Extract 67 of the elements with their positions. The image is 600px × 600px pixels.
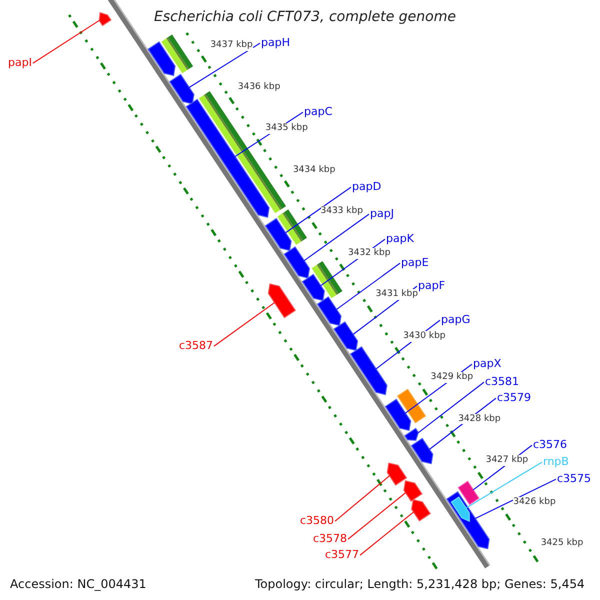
scale-label: 3428 kbp xyxy=(458,414,501,424)
gene-label: c3587 xyxy=(179,339,214,352)
scale-label: 3434 kbp xyxy=(292,164,336,176)
gene-block xyxy=(169,74,194,105)
leader-line xyxy=(360,512,414,556)
gene-block xyxy=(333,321,358,352)
scale-label: 3430 kbp xyxy=(403,330,446,342)
leader-line xyxy=(188,42,260,88)
leader-line xyxy=(348,492,406,540)
gene-label: papJ xyxy=(370,207,394,220)
leader-line xyxy=(214,302,275,347)
genome-info-text: Topology: circular; Length: 5,231,428 bp; Genes: 5,454 xyxy=(254,577,586,592)
scale-label: 3436 kbp xyxy=(238,82,280,93)
gene-block xyxy=(148,41,176,76)
gene-block xyxy=(410,438,434,464)
feature-block xyxy=(397,388,426,424)
gene-label: c3580 xyxy=(300,514,334,528)
leader-line xyxy=(418,382,484,434)
gene-label: c3575 xyxy=(557,472,592,486)
gene-label: papI xyxy=(8,56,32,70)
gene-block xyxy=(411,499,431,522)
scale-label: 3426 kbp xyxy=(513,496,556,508)
leader-line xyxy=(474,478,556,519)
gene-block xyxy=(386,462,408,486)
gene-block xyxy=(98,12,112,26)
gene-block xyxy=(450,496,470,522)
gene-block xyxy=(404,428,419,441)
leader-line xyxy=(304,214,370,262)
leader-line xyxy=(466,462,542,508)
gene-label: rnpB xyxy=(543,455,569,468)
gene-label: c3577 xyxy=(325,548,360,562)
scale-label: 3435 kbp xyxy=(265,123,308,134)
scale-label: 3425 kbp xyxy=(540,538,584,549)
gene-label: papH xyxy=(261,36,290,50)
gene-label: c3576 xyxy=(533,438,568,452)
gene-block xyxy=(350,346,388,396)
feature-block xyxy=(458,480,480,505)
gene-label: papD xyxy=(352,180,382,194)
scale-label: 3433 kbp xyxy=(320,206,363,218)
gene-block xyxy=(264,218,292,252)
gene-block xyxy=(284,246,310,279)
scale-label: 3437 kbp xyxy=(210,40,253,52)
scale-label: 3432 kbp xyxy=(348,248,390,259)
gene-block xyxy=(446,491,490,550)
gene-block xyxy=(403,480,423,502)
gene-block xyxy=(384,398,412,431)
gene-label: c3579 xyxy=(497,391,532,404)
scale-label: 3427 kbp xyxy=(486,455,528,466)
leader-line xyxy=(336,262,400,310)
leader-line xyxy=(32,20,100,64)
gene-block xyxy=(316,296,342,326)
scale-label: 3429 kbp xyxy=(430,372,474,383)
gene-label: c3578 xyxy=(313,532,348,546)
leader-line xyxy=(285,186,352,234)
accession-text: Accession: NC_004431 xyxy=(9,577,148,592)
gene-label: papE xyxy=(401,256,429,270)
gene-label: papC xyxy=(304,105,332,118)
gene-block xyxy=(302,274,325,302)
gene-label: papG xyxy=(441,313,470,326)
gene-label: papK xyxy=(386,232,414,246)
gene-block xyxy=(268,283,296,318)
gene-label: papF xyxy=(418,279,446,292)
gene-label: c3581 xyxy=(485,375,520,388)
leader-line xyxy=(334,475,390,522)
gene-label: papX xyxy=(473,357,502,370)
scale-label: 3431 kbp xyxy=(376,289,418,300)
map-title: Escherichia coli CFT073, complete genome xyxy=(154,9,456,26)
